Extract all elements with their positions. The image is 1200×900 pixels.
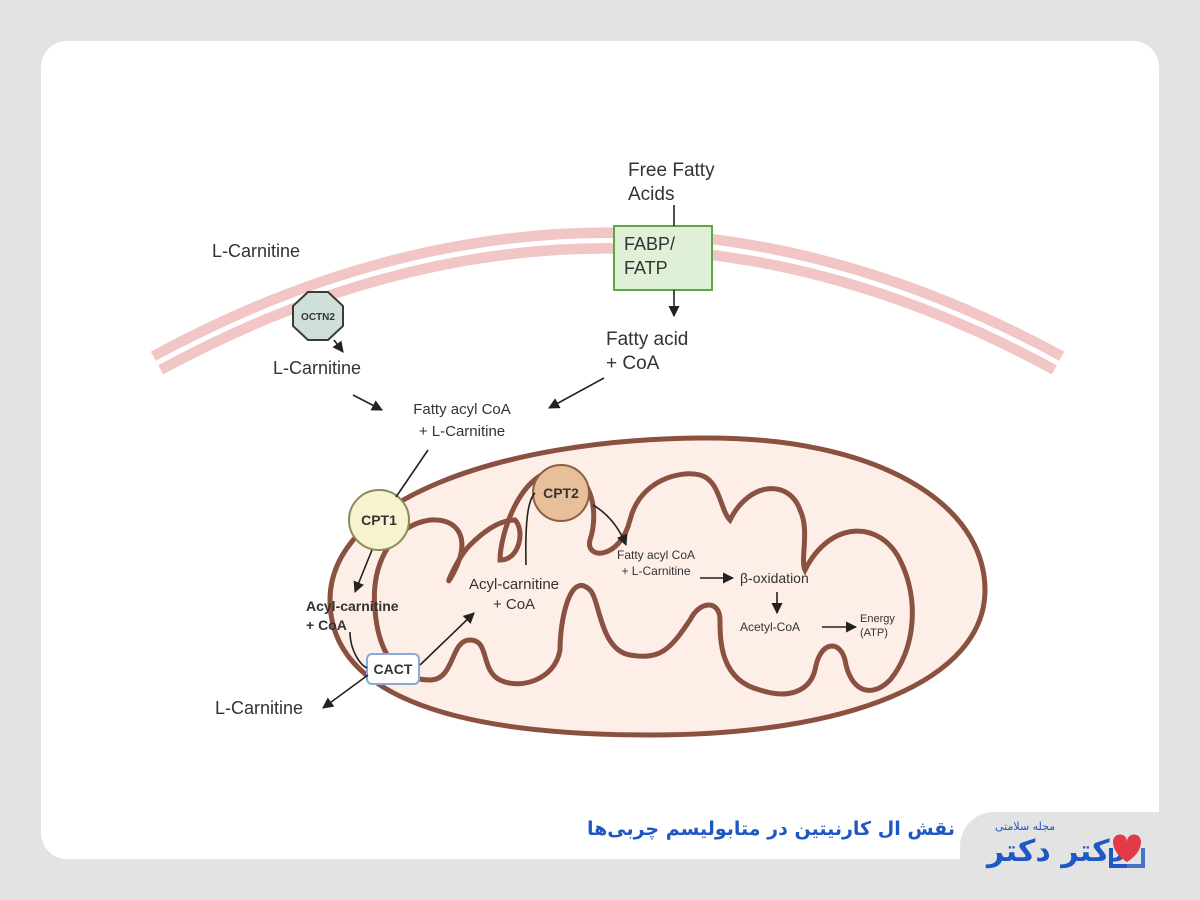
- energy-line1: Energy: [860, 613, 895, 625]
- fatty-acyl-coa-line1: Fatty acyl CoA: [413, 401, 511, 418]
- cpt2-enzyme: CPT2: [532, 464, 590, 522]
- fatty-acid-coa-line2: + CoA: [606, 353, 660, 374]
- logo-wordmark: دکتر دکتر: [987, 834, 1126, 869]
- free-fatty-acids-line1: Free Fatty: [628, 160, 715, 181]
- beta-oxidation-label: β-oxidation: [740, 570, 809, 586]
- fatty-acyl-coa-matrix-line2: + L-Carnitine: [621, 564, 690, 578]
- fatty-acid-coa-line1: Fatty acid: [606, 329, 688, 350]
- fatty-acyl-coa-matrix-line1: Fatty acyl CoA: [617, 548, 695, 562]
- acyl-carnitine-ims-line1: Acyl-carnitine: [306, 598, 399, 614]
- cact-label: CACT: [374, 661, 413, 677]
- l-carnitine-cytosol-label: L-Carnitine: [273, 358, 361, 378]
- heart-book-icon: [1109, 834, 1145, 868]
- cpt2-label: CPT2: [543, 485, 579, 501]
- brand-logo: مجله سلامتی دکتر دکتر: [985, 818, 1155, 880]
- acyl-carnitine-ims-line2: + CoA: [306, 617, 347, 633]
- l-carnitine-exit-label: L-Carnitine: [215, 698, 303, 718]
- acyl-carnitine-matrix-line1: Acyl-carnitine: [469, 576, 559, 593]
- acyl-carnitine-matrix-line2: + CoA: [493, 596, 535, 613]
- energy-line2: (ATP): [860, 627, 888, 639]
- inner-membrane-cristae: [371, 467, 915, 697]
- fabp-label-line1: FABP/: [624, 234, 675, 254]
- figure-caption: نقش ال کارنیتین در متابولیسم چربی‌ها: [586, 818, 955, 840]
- cell-membrane: [150, 227, 1065, 375]
- cpt1-enzyme: CPT1: [348, 489, 410, 551]
- free-fatty-acids-line2: Acids: [628, 184, 674, 205]
- fatty-acyl-coa-line2: + L-Carnitine: [419, 423, 505, 440]
- cact-transporter: CACT: [366, 653, 420, 685]
- footer-logo-tab: [960, 812, 1200, 900]
- pathway-arrows: [322, 205, 858, 709]
- octn2-label: OCTN2: [301, 312, 335, 323]
- octn2-transporter: OCTN2: [292, 291, 344, 341]
- acetyl-coa-label: Acetyl-CoA: [740, 620, 800, 634]
- cpt1-label: CPT1: [361, 512, 397, 528]
- fabp-label-line2: FATP: [624, 258, 668, 278]
- mitochondrion: [327, 435, 988, 738]
- l-carnitine-outside-label: L-Carnitine: [212, 241, 300, 261]
- fabp-fatp-transporter: FABP/ FATP: [613, 225, 713, 291]
- logo-tagline: مجله سلامتی: [995, 820, 1056, 833]
